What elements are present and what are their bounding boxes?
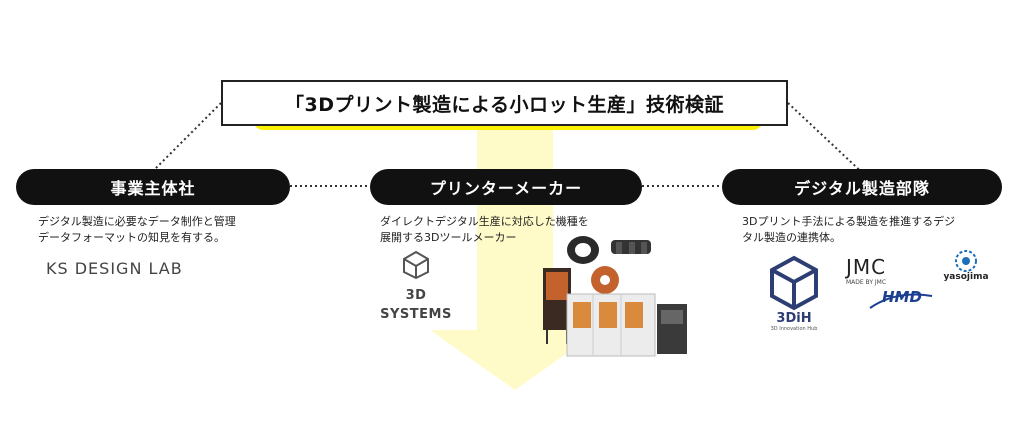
pill-label: プリンターメーカー [429,179,583,198]
orange-part [591,266,619,294]
hmd-text: HMD [882,288,922,306]
3d-systems-text: 3D SYSTEMS [380,288,452,322]
desc-line: ダイレクトデジタル生産に対応した機種を [380,215,589,228]
3d-systems-logo: 3D SYSTEMS [370,250,462,322]
connector-left-diagonal [145,102,222,179]
3d-systems-cube-icon [403,250,429,280]
printed-parts [567,236,651,264]
connector-right-diagonal [787,102,869,179]
desc-business-entity: デジタル製造に必要なデータ制作と管理 データフォーマットの知見を有する。 [38,214,298,246]
pill-business-entity: 事業主体社 [16,169,290,205]
desc-line: タル製造の連携体。 [742,231,841,244]
title-box: 「3Dプリント製造による小ロット生産」技術検証 [221,80,788,126]
pill-printer-maker: プリンターメーカー [370,169,642,205]
hmd-logo: HMD [866,288,936,309]
3dih-subtext: 3D Innovation Hub [770,326,818,332]
3dih-logo: 3DiH 3D Innovation Hub [764,255,824,332]
desc-line: 展開する3Dツールメーカー [380,231,517,244]
pill-digital-manufacturing: デジタル製造部隊 [722,169,1002,205]
desc-line: データフォーマットの知見を有する。 [38,231,225,244]
desc-digital-manufacturing: 3Dプリント手法による製造を推進するデジ タル製造の連携体。 [742,214,1012,246]
jmc-text: JMC [845,255,887,279]
ks-design-lab-text: KS DESIGN LAB [46,259,183,278]
down-arrow [430,125,600,390]
jmc-logo: JMC MADE BY JMC [836,255,896,286]
yasojima-text: yasojima [943,272,989,282]
ks-design-lab-logo: KS DESIGN LAB [46,259,183,278]
title-text: 「3Dプリント製造による小ロット生産」技術検証 [285,93,724,116]
pill-label: デジタル製造部隊 [794,179,930,198]
3dih-text: 3DiH [776,311,812,326]
3dih-hex-icon [770,255,818,311]
printer-machine-right [657,304,687,354]
hmd-swoosh-icon [869,293,933,309]
printer-products-image [543,236,687,357]
desc-printer-maker: ダイレクトデジタル生産に対応した機種を 展開する3Dツールメーカー [380,214,640,246]
jmc-subtext: MADE BY JMC [845,279,887,286]
yasojima-star-icon [955,250,977,272]
desc-line: デジタル製造に必要なデータ制作と管理 [38,215,236,228]
desc-line: 3Dプリント手法による製造を推進するデジ [742,215,956,228]
pill-label: 事業主体社 [110,179,196,198]
printer-machine-left [543,268,571,344]
printer-bank [566,293,656,357]
down-arrow-shape [430,125,600,390]
yasojima-logo: yasojima [938,250,994,282]
